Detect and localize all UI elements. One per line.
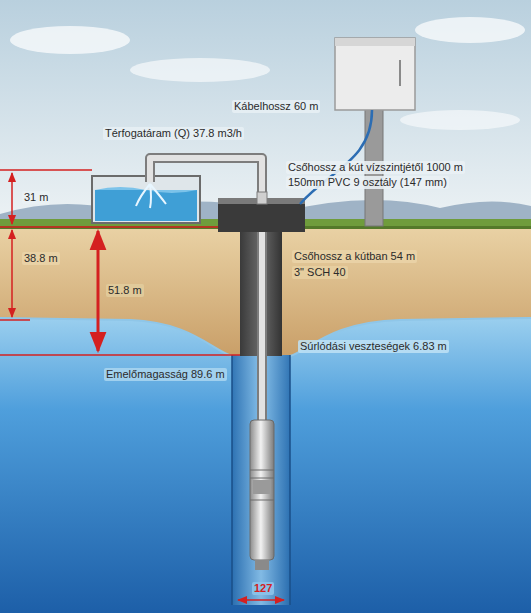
depth-dimension: 38.8 m [22, 252, 60, 265]
well-cover [218, 192, 305, 232]
pump [255, 560, 269, 570]
well-bore [289, 355, 291, 605]
flow-rate: Térfogatáram (Q) 37.8 m3/h [103, 127, 244, 140]
sky [130, 58, 270, 82]
pump [250, 470, 274, 471]
dimension-lines [11, 173, 13, 224]
dimension-lines [238, 599, 284, 601]
power-cable [300, 110, 372, 204]
tank [92, 176, 200, 223]
discharge-pipe [136, 184, 166, 208]
depth-dimension: 51.8 m [106, 284, 144, 297]
control-box [335, 38, 415, 110]
tank [95, 190, 197, 221]
dimension-lines [0, 170, 284, 600]
power-cable [300, 110, 372, 204]
pipe-spec: 3" SCH 40 [292, 266, 348, 279]
sky [0, 0, 531, 230]
control-box [399, 60, 401, 86]
dimension-lines [0, 319, 30, 321]
well-cover [257, 192, 267, 204]
dimension-lines [0, 354, 240, 356]
sky [0, 0, 531, 230]
well-bore [231, 355, 233, 605]
sky [10, 26, 130, 54]
control-box [335, 38, 415, 226]
total-head: Emelőmagasság 89.6 m [104, 368, 227, 381]
pipe-length: Csőhossz a kútban 54 m [292, 250, 417, 263]
sky [415, 17, 525, 43]
dimension-lines [97, 231, 100, 351]
pump [250, 420, 274, 560]
control-box [335, 38, 415, 46]
height-dimension: 31 m [22, 191, 50, 204]
dimension-lines [0, 169, 92, 171]
tank [92, 176, 200, 223]
well-diameter: 127 [252, 582, 274, 595]
sky [400, 110, 520, 130]
pump [253, 480, 271, 494]
friction-loss: Súrlódási veszteségek 6.83 m [298, 340, 449, 353]
pipe-spec: 150mm PVC 9 osztály (147 mm) [286, 176, 449, 189]
dimension-lines [0, 226, 218, 228]
pump [250, 500, 274, 501]
pump [250, 420, 274, 570]
dimension-lines [11, 230, 13, 317]
pump [250, 478, 274, 479]
pipe-length: Csőhossz a kút vízszintjétől 1000 m [286, 161, 465, 174]
cable-length: Kábelhossz 60 m [232, 100, 320, 113]
